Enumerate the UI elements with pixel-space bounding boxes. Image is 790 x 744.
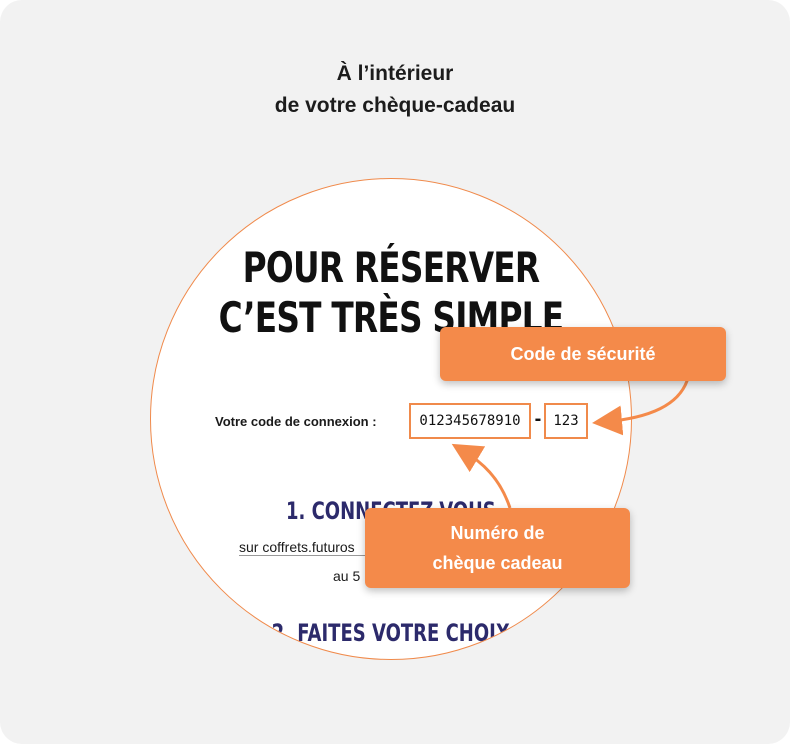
code-separator: - bbox=[534, 408, 542, 430]
gift-card-number-box: 012345678910 bbox=[409, 403, 531, 439]
security-code-callout: Code de sécurité bbox=[440, 327, 726, 381]
section-heading: À l’intérieur de votre chèque-cadeau bbox=[0, 58, 790, 122]
card-number-callout: Numéro de chèque cadeau bbox=[365, 508, 630, 588]
step-2-title-text: 2. FAITES VOTRE CHOIX bbox=[271, 619, 511, 647]
heading-line-2: de votre chèque-cadeau bbox=[274, 94, 516, 117]
card-title-line-1: POUR RÉSERVER bbox=[242, 243, 540, 292]
card-number-callout-line-1: Numéro de bbox=[450, 523, 545, 543]
login-code-label: Votre code de connexion : bbox=[215, 414, 377, 429]
security-arrow bbox=[592, 377, 690, 436]
card-number-callout-line-2: chèque cadeau bbox=[432, 553, 563, 573]
number-arrow bbox=[451, 443, 512, 509]
heading-line-1: À l’intérieur bbox=[336, 62, 454, 85]
step-2-title: 2. FAITES VOTRE CHOIX bbox=[151, 619, 631, 647]
security-code-box: 123 bbox=[544, 403, 588, 439]
step-1-website: sur coffrets.futuros bbox=[239, 539, 385, 556]
security-code-callout-text: Code de sécurité bbox=[510, 343, 656, 364]
step-1-subtext: au 5 bbox=[333, 568, 361, 584]
